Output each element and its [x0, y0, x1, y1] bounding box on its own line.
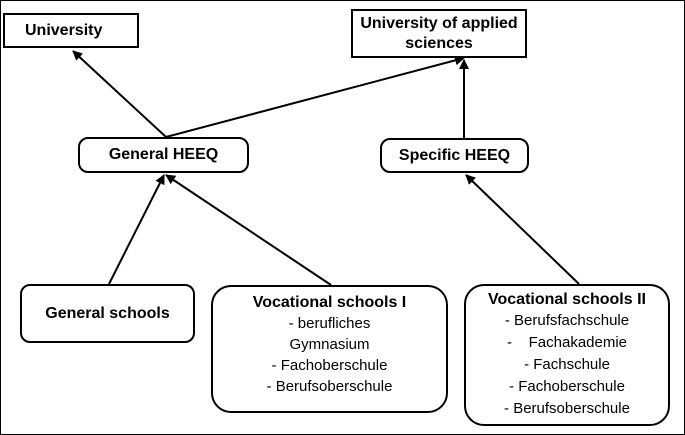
list-item: - Berufsoberschule [266, 378, 393, 395]
node-uas-label: University of applied sciences [360, 14, 518, 52]
node-university: University [3, 13, 139, 48]
list-item: - Fachschule [524, 356, 610, 373]
list-item: - Fachoberschule [509, 378, 625, 395]
edge-vocational-2-to-specific-heeq [465, 174, 580, 285]
edge-general-schools-to-general-heeq [108, 174, 165, 285]
edge-general-heeq-to-uas [165, 55, 465, 138]
node-general-schools: General schools [20, 284, 195, 343]
node-general-heeq-label: General HEEQ [108, 146, 219, 163]
node-university-applied-sciences: University of applied sciences [351, 9, 527, 58]
list-item: - Fachakademie [506, 334, 628, 351]
node-university-label: University [25, 21, 103, 39]
list-item: - Berufsoberschule [504, 400, 630, 417]
edge-general-heeq-to-university [72, 50, 167, 138]
list-item: - berufliches [288, 315, 371, 332]
node-vocational-schools-2: Vocational schools II - Berufsfachschule… [464, 284, 670, 426]
edge-vocational-1-to-general-heeq [165, 174, 332, 286]
node-specific-heeq: Specific HEEQ [380, 138, 529, 173]
node-vocational-2-label: Vocational schools II [488, 291, 646, 308]
list-item: Gymnasium [289, 336, 370, 353]
node-specific-heeq-label: Specific HEEQ [398, 146, 511, 164]
list-item: - Fachoberschule [271, 357, 388, 374]
list-item: - Berufsfachschule [504, 312, 630, 329]
node-general-heeq: General HEEQ [78, 137, 249, 173]
node-general-schools-label: General schools [45, 304, 170, 322]
node-vocational-schools-1: Vocational schools I - berufliches Gymna… [211, 285, 448, 413]
node-vocational-1-label: Vocational schools I [252, 294, 407, 311]
